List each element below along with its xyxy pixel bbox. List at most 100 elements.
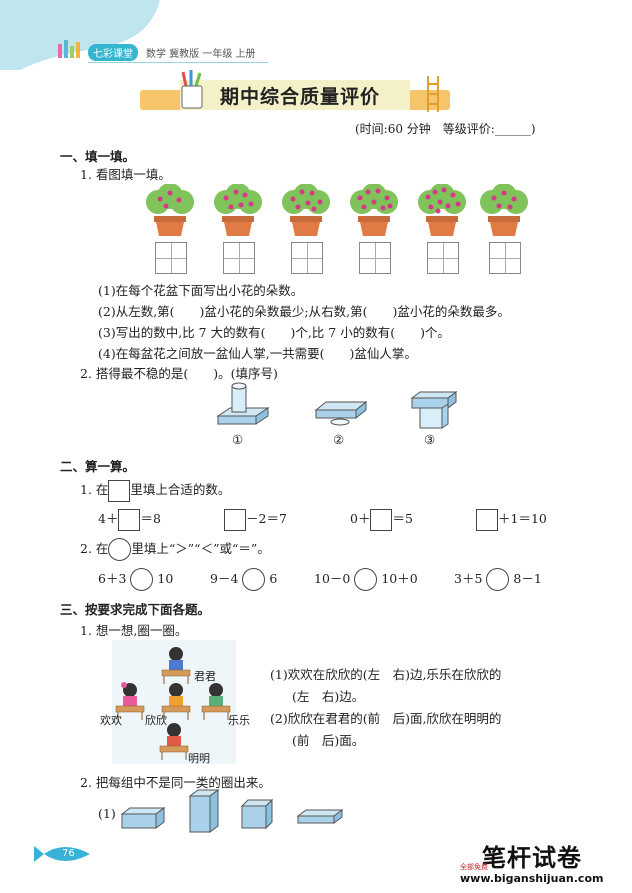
pot-1 [146, 183, 194, 274]
answer-grid[interactable] [489, 242, 521, 274]
s3-q2-stem: 2. 把每组中不是同一类的圈出来。 [80, 775, 271, 790]
student-junjun-icon [161, 647, 191, 684]
s1-q1-line2: (2)从左数,第( )盆小花的朵数最少;从右数,第( )盆小花的朵数最多。 [98, 304, 510, 319]
answer-circle[interactable] [130, 568, 154, 591]
header-rule [88, 62, 268, 63]
pot-2 [214, 183, 262, 274]
answer-circle[interactable] [242, 568, 266, 591]
s1-q1-line3: (3)写出的数中,比 7 大的数有( )个,比 7 小的数有( )个。 [98, 325, 450, 340]
s2-q2-item-1: 6＋3 10 [98, 568, 173, 591]
answer-box[interactable] [476, 508, 498, 531]
section2-heading: 二、算一算。 [60, 459, 136, 474]
compare-right: 10 [157, 571, 174, 586]
title-banner [140, 76, 450, 112]
student-huanhuan-icon [115, 682, 145, 720]
series-label: 数学 冀教版 一年级 上册 [146, 49, 256, 60]
s3-q1-stem: 1. 想一想,圈一圈。 [80, 623, 188, 638]
label-xinxin: 欣欣 [145, 714, 167, 727]
s2-q1-item-3: 0＋＝5 [350, 508, 413, 531]
stack-figure-3 [410, 391, 458, 429]
flower-pot-icon [214, 183, 262, 236]
expr-after: －2＝7 [246, 511, 287, 526]
answer-box[interactable] [118, 508, 141, 531]
shape-cube [240, 798, 274, 830]
stack-label-1: ① [232, 432, 244, 447]
student-lele-icon [201, 683, 231, 720]
square-icon [108, 479, 131, 502]
answer-grid[interactable] [359, 242, 391, 274]
stack-label-2: ② [333, 432, 345, 447]
flower-pot-icon [146, 183, 194, 236]
exam-info: (时间:60 分钟 等级评价:______) [355, 122, 536, 136]
page-number: 76 [62, 848, 75, 859]
flower-pot-icon [480, 183, 528, 236]
s1-q1-line1: (1)在每个花盆下面写出小花的朵数。 [98, 283, 304, 298]
s2-q1-stem-before: 1. 在 [80, 482, 109, 497]
s3-q1-line3: (2)欣欣在君君的(前 后)面,欣欣在明明的 [270, 711, 502, 726]
circle-icon [108, 538, 132, 561]
s2-q1-item-1: 4＋ ＝8 [98, 508, 161, 531]
compare-right: 8－1 [513, 571, 542, 586]
expr-after: ＝8 [140, 511, 161, 526]
answer-grid[interactable] [427, 242, 459, 274]
pot-3 [282, 183, 330, 274]
compare-left: 10－0 [314, 571, 351, 586]
classroom-figure [115, 647, 231, 760]
s1-q1-stem: 1. 看图填一填。 [80, 167, 171, 182]
label-huanhuan: 欢欢 [100, 714, 122, 727]
shape-cuboid-tall [188, 789, 220, 833]
student-xinxin-icon [161, 683, 191, 720]
s3-q1-line4: (前 后)面。 [292, 733, 365, 748]
s1-q2-stem: 2. 搭得最不稳的是( )。(填序号) [80, 366, 278, 381]
answer-circle[interactable] [354, 568, 378, 591]
pot-6 [480, 183, 528, 274]
answer-grid[interactable] [291, 242, 323, 274]
answer-circle[interactable] [486, 568, 510, 591]
header-decoration [0, 0, 160, 70]
pencil-cup-icon [181, 70, 203, 109]
s2-q1-stem: 1. 在 里填上合适的数。 [80, 479, 230, 502]
stack-label-3: ③ [424, 432, 436, 447]
label-mingming: 明明 [188, 752, 210, 765]
compare-left: 6＋3 [98, 571, 127, 586]
flower-pot-icon [282, 183, 330, 236]
watermark-title: 笔杆试卷 [482, 844, 582, 872]
s3-q1-line1: (1)欢欢在欣欣的(左 右)边,乐乐在欣欣的 [270, 667, 502, 682]
s2-q2-stem-after: 里填上“＞”“＜”或“＝”。 [131, 541, 270, 556]
s2-q1-item-4: ＋1＝10 [476, 508, 547, 531]
pot-4 [350, 183, 398, 274]
s2-q2-item-2: 9－4 6 [210, 568, 277, 591]
answer-box[interactable] [224, 508, 246, 531]
flower-pot-icon [418, 183, 466, 236]
flower-pots [146, 183, 528, 274]
answer-grid[interactable] [223, 242, 255, 274]
answer-grid[interactable] [155, 242, 187, 274]
fish-icon [34, 846, 90, 862]
compare-right: 6 [269, 571, 278, 586]
expr-before: 4＋ [98, 511, 119, 526]
label-lele: 乐乐 [228, 714, 250, 727]
shape-cuboid-flat [120, 807, 166, 829]
page-title: 期中综合质量评价 [220, 86, 381, 108]
expr-after: ＋1＝10 [498, 511, 547, 526]
s2-q1-item-2: －2＝7 [224, 508, 287, 531]
ladder-icon [427, 76, 439, 112]
s2-q1-stem-after: 里填上合适的数。 [130, 482, 231, 497]
student-mingming-icon [159, 723, 189, 760]
flower-pot-icon [350, 183, 398, 236]
answer-box[interactable] [370, 508, 393, 531]
brand-badge: 七彩课堂 [88, 44, 138, 61]
section3-heading: 三、按要求完成下面各题。 [60, 602, 211, 617]
pot-5 [418, 183, 466, 274]
compare-right: 10＋0 [381, 571, 418, 586]
s3-q2-label: (1) [98, 806, 116, 821]
s3-q1-line2: (左 右)边。 [292, 689, 365, 704]
s2-q2-item-4: 3＋5 8－1 [454, 568, 542, 591]
s2-q2-stem: 2. 在里填上“＞”“＜”或“＝”。 [80, 538, 270, 561]
label-junjun: 君君 [194, 670, 216, 683]
stack-figure-2 [314, 400, 368, 426]
expr-before: 0＋ [350, 511, 371, 526]
section1-heading: 一、填一填。 [60, 149, 136, 164]
s2-q2-item-3: 10－0 10＋0 [314, 568, 418, 591]
compare-left: 3＋5 [454, 571, 483, 586]
